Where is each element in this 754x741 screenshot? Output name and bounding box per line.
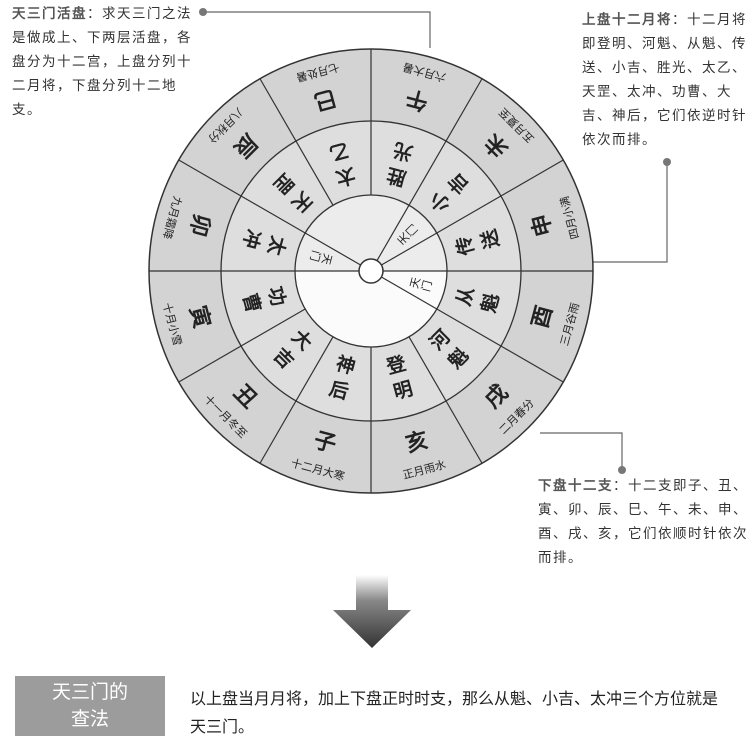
sector-divider xyxy=(178,159,306,234)
sector-divider xyxy=(408,336,483,464)
leader-line-bottom-right xyxy=(540,432,623,470)
callout-body: ：十二支即子、丑、寅、卯、辰、巳、午、未、申、酉、戌、亥，它们依顺时针依次而排。 xyxy=(538,478,748,566)
callout-title: 上盘十二月将 xyxy=(582,12,672,28)
method-title-line2: 查法 xyxy=(70,708,109,730)
callout-title: 下盘十二支 xyxy=(538,478,613,494)
gate-label: 门 xyxy=(418,279,434,293)
sector-divider xyxy=(436,308,564,383)
gate-label: 天 xyxy=(408,276,423,290)
callout-twelve-generals: 上盘十二月将：十二月将即登明、河魁、从魁、传送、小吉、胜光、太乙、天罡、太冲、功… xyxy=(582,8,754,152)
callout-body: ：求天三门之法是做成上、下两层活盘，各盘分为十二宫，上盘分列十二月将，下盘分列十… xyxy=(12,6,192,118)
inner-disk-top xyxy=(295,195,447,271)
sector-divider xyxy=(259,78,334,206)
callout-title: 天三门活盘 xyxy=(12,6,87,22)
method-text: 以上盘当月月将，加上下盘正时时支，那么从魁、小吉、太冲三个方位就是天三门。 xyxy=(190,689,719,736)
gate-label: 天 xyxy=(319,252,334,266)
gate-divider xyxy=(381,276,438,310)
method-title-box: 天三门的 查法 xyxy=(15,676,165,736)
gate-divider xyxy=(376,204,410,261)
sector-divider xyxy=(408,78,483,206)
gate-divider xyxy=(304,232,361,266)
hub-pivot xyxy=(358,258,384,284)
callout-upper-plate-overview: 天三门活盘：求天三门之法是做成上、下两层活盘，各盘分为十二宫，上盘分列十二月将，… xyxy=(12,2,197,122)
sector-divider xyxy=(259,336,334,464)
leader-dot xyxy=(663,158,671,166)
leader-dot xyxy=(618,466,626,474)
sector-divider xyxy=(436,159,564,234)
callout-twelve-branches: 下盘十二支：十二支即子、丑、寅、卯、辰、巳、午、未、申、酉、戌、亥，它们依顺时针… xyxy=(538,474,754,570)
inner-disk-bottom xyxy=(295,271,447,347)
sector-divider xyxy=(178,308,306,383)
callout-body: ：十二月将即登明、河魁、从魁、传送、小吉、胜光、太乙、天罡、太冲、功曹、大吉、神… xyxy=(582,12,747,148)
gate-label: 门 xyxy=(307,249,323,263)
method-title-line1: 天三门的 xyxy=(51,681,128,703)
gate-divider xyxy=(381,232,438,266)
leader-line-top-left xyxy=(203,11,431,48)
leader-dot xyxy=(199,8,207,16)
down-arrow-icon xyxy=(333,575,411,648)
